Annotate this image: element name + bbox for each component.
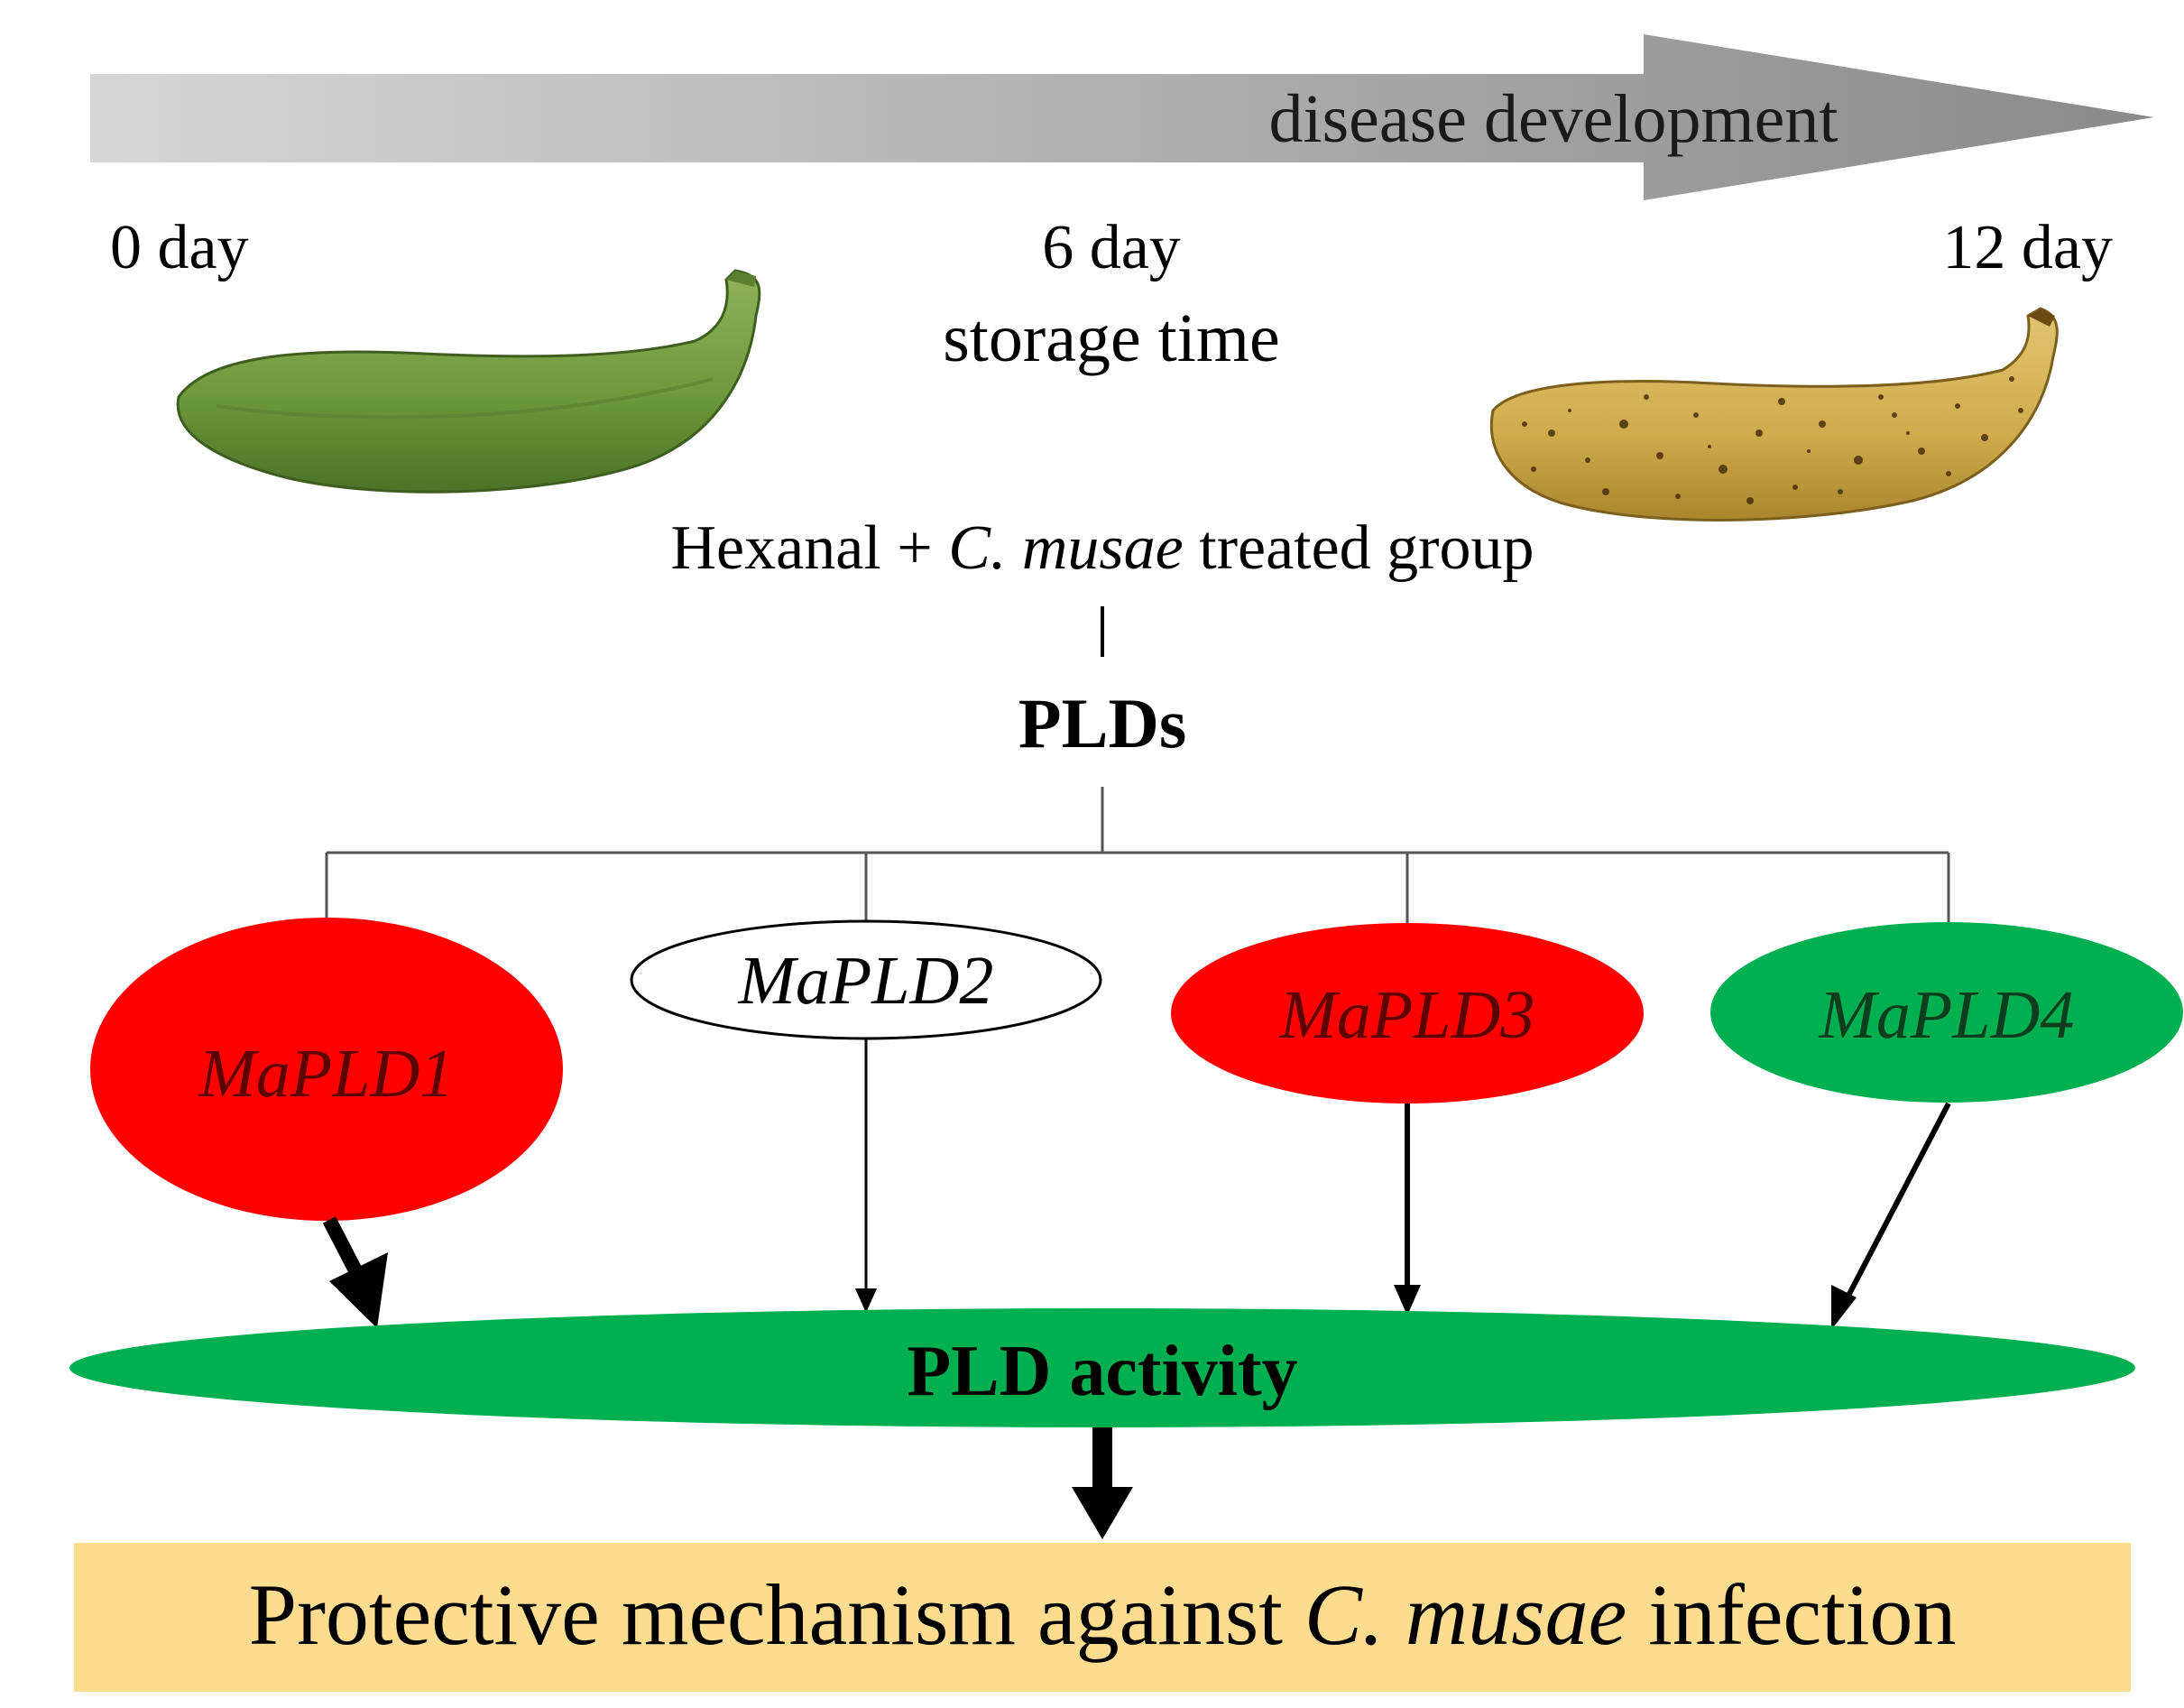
- gene-mapld4: MaPLD4: [1710, 922, 2183, 1103]
- green-banana-image: [176, 269, 761, 494]
- arrow-label: disease development: [1268, 81, 1838, 157]
- plds-label: PLDs: [1018, 684, 1186, 762]
- mapld3-medium-arrow: [1394, 1103, 1421, 1316]
- gene-mapld1-ellipse: [90, 918, 563, 1221]
- outcome-suffix: infection: [1626, 1566, 1956, 1663]
- outcome-label: Protective mechanism against C. musae in…: [249, 1566, 1957, 1663]
- plds-tree: [325, 787, 1950, 925]
- gene-mapld2-label: MaPLD2: [738, 943, 994, 1019]
- outcome-box: Protective mechanism against C. musae in…: [74, 1543, 2131, 1692]
- disease-development-arrow: disease development: [90, 34, 2154, 200]
- gene-mapld3-ellipse: [1171, 923, 1644, 1103]
- outcome-prefix: Protective mechanism against: [249, 1566, 1304, 1663]
- gene-mapld3: MaPLD3: [1171, 923, 1644, 1103]
- pld-activity-ellipse: [69, 1308, 2135, 1427]
- ripe-banana-image: [1489, 307, 2059, 522]
- treatment-group-label: Hexanal + C. musae treated group: [671, 513, 1534, 583]
- arrow-shape: [90, 34, 2154, 200]
- activity-to-outcome-arrow: [1072, 1427, 1133, 1539]
- gene-mapld4-label: MaPLD4: [1819, 977, 2075, 1053]
- group-prefix: Hexanal +: [671, 513, 949, 583]
- gene-mapld4-ellipse: [1710, 922, 2183, 1103]
- gene-mapld1: MaPLD1: [90, 918, 563, 1221]
- gene-to-activity-arrows: [322, 1039, 1951, 1330]
- mapld1-thick-arrow: [322, 1216, 388, 1328]
- group-species: C. musae: [948, 513, 1184, 583]
- gene-mapld1-label: MaPLD1: [198, 1036, 455, 1112]
- gene-mapld3-label: MaPLD3: [1279, 977, 1535, 1053]
- gene-mapld2: MaPLD2: [630, 919, 1102, 1040]
- storage-time-label: storage time: [943, 300, 1280, 376]
- pld-activity-label: PLD activity: [907, 1332, 1297, 1411]
- group-suffix: treated group: [1184, 513, 1534, 583]
- day-start-label: 0 day: [110, 213, 249, 282]
- outcome-species: C. musae: [1304, 1566, 1626, 1663]
- mapld2-thin-arrow: [855, 1039, 877, 1313]
- pld-activity: PLD activity: [69, 1308, 2135, 1427]
- day-mid-label: 6 day: [1042, 213, 1181, 282]
- day-end-label: 12 day: [1942, 213, 2113, 282]
- outcome-box-bg: [74, 1543, 2131, 1692]
- mapld4-medium-arrow: [1831, 1102, 1951, 1330]
